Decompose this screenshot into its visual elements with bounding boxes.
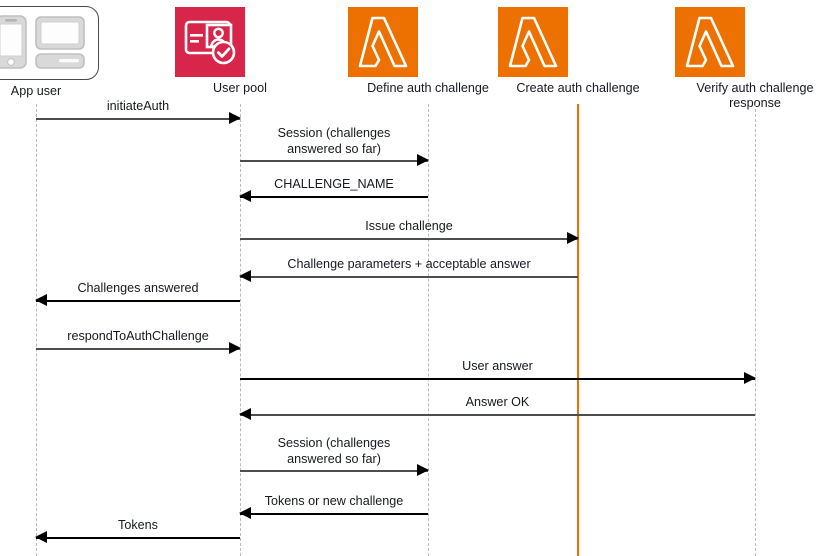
participant-verify-auth-challenge-response: Verify auth challenge response	[675, 7, 835, 110]
arrowhead-right-icon	[417, 154, 429, 166]
user-pool-icon	[175, 7, 305, 77]
message-label: CHALLENGE_NAME	[274, 176, 394, 191]
participant-label: Create auth challenge	[516, 81, 640, 95]
arrowhead-left-icon	[239, 408, 251, 420]
arrowhead-right-icon	[417, 464, 429, 476]
participant-label: Define auth challenge	[367, 81, 489, 95]
message-line	[240, 160, 428, 162]
lambda-glyph	[675, 7, 745, 77]
arrowhead-right-icon	[229, 112, 241, 124]
lifeline-create-auth	[577, 104, 579, 556]
lifeline-define-auth	[428, 104, 429, 556]
lifeline-verify-auth	[755, 104, 756, 556]
message-label: initiateAuth	[106, 98, 170, 113]
participant-label: User pool	[213, 81, 267, 95]
message-label: Challenge parameters + acceptable answer	[287, 256, 531, 271]
participant-user-pool: User pool	[175, 7, 305, 96]
arrowhead-left-icon	[239, 507, 251, 519]
message-line	[240, 238, 578, 240]
arrowhead-right-icon	[744, 372, 756, 384]
arrowhead-right-icon	[229, 342, 241, 354]
message-label: Tokens	[118, 517, 158, 532]
message-line	[240, 414, 755, 416]
devices-glyph	[0, 15, 85, 69]
lifeline-user-pool	[240, 104, 241, 556]
participant-label: App user	[10, 84, 62, 98]
participant-define-auth-challenge: Define auth challenge	[348, 7, 508, 96]
participant-create-auth-challenge: Create auth challenge	[498, 7, 658, 96]
message-label: Tokens or new challenge	[264, 493, 404, 508]
lambda-glyph	[498, 7, 568, 77]
message-line	[36, 300, 240, 302]
message-label: Session (challenges answered so far)	[277, 126, 391, 156]
message-line	[36, 118, 240, 120]
participant-label: Verify auth challenge response	[696, 81, 814, 110]
message-label: Session (challenges answered so far)	[277, 436, 391, 466]
lifeline-app-user	[36, 104, 37, 556]
aws-lambda-icon	[675, 7, 835, 77]
message-line	[36, 348, 240, 350]
message-line	[240, 470, 428, 472]
participant-app-user: App user	[0, 6, 100, 99]
user-pool-glyph	[175, 7, 245, 77]
message-label: Answer OK	[465, 394, 530, 409]
arrowhead-right-icon	[567, 232, 579, 244]
message-label: Issue challenge	[365, 218, 453, 233]
message-line	[240, 196, 428, 198]
aws-lambda-icon	[348, 7, 508, 77]
message-label: User answer	[462, 358, 533, 373]
lambda-glyph	[348, 7, 418, 77]
arrowhead-left-icon	[35, 294, 47, 306]
devices-icon	[0, 6, 100, 80]
message-label: respondToAuthChallenge	[67, 328, 209, 343]
message-line	[240, 378, 755, 380]
message-line	[240, 513, 428, 515]
arrowhead-left-icon	[239, 270, 251, 282]
message-label: Challenges answered	[77, 280, 199, 295]
aws-lambda-icon	[498, 7, 658, 77]
message-line	[240, 276, 578, 278]
message-line	[36, 537, 240, 539]
arrowhead-left-icon	[239, 190, 251, 202]
arrowhead-left-icon	[35, 531, 47, 543]
